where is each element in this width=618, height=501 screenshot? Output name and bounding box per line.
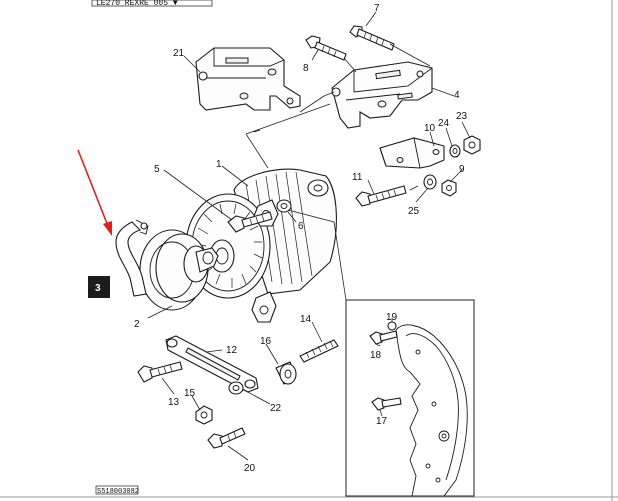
part-23-nut	[463, 135, 481, 155]
part-4-bracket	[331, 61, 433, 129]
part-20-bolt	[207, 427, 246, 449]
part-7-bolt	[349, 25, 395, 51]
callout-22: 22	[270, 403, 282, 414]
part-3-badge: 3	[88, 276, 110, 298]
callout-21: 21	[173, 48, 185, 59]
callout-leaders	[147, 11, 471, 461]
callout-14: 14	[300, 314, 312, 325]
part-11-bolt	[355, 185, 407, 207]
drawing-code: S518003082	[97, 488, 139, 496]
part-8-bolt	[305, 35, 347, 61]
part-21-mount-bracket	[195, 47, 301, 111]
callout-24: 24	[438, 118, 450, 129]
callout-20: 20	[244, 463, 256, 474]
callout-16: 16	[260, 336, 272, 347]
callout-9: 9	[459, 164, 465, 175]
callout-25: 25	[408, 206, 420, 217]
top-header-label: LE270 REXRE 005 ▼	[96, 0, 178, 8]
part-22-washer	[228, 381, 244, 395]
callout-8: 8	[303, 63, 309, 74]
footer-drawing-code: S518003082	[95, 485, 139, 496]
callout-18: 18	[370, 350, 382, 361]
callout-2: 2	[134, 319, 140, 330]
part-13-bolt	[137, 361, 183, 383]
part-14-stud	[299, 339, 339, 363]
callout-17: 17	[376, 416, 388, 427]
callout-23: 23	[456, 111, 468, 122]
callout-numbers: 7 8 21 4 10 23 24 9 25 11 1 5 6 2 12 13 …	[134, 3, 468, 474]
gear-cover-inset	[345, 299, 475, 497]
callout-5: 5	[154, 164, 160, 175]
part-3-hose	[115, 219, 149, 297]
part-1-alternator	[185, 168, 337, 323]
callout-19: 19	[386, 312, 398, 323]
part-12-strap	[165, 335, 259, 393]
callout-4: 4	[454, 90, 460, 101]
callout-11: 11	[352, 172, 363, 183]
part-10-angle-bracket	[379, 137, 445, 169]
part-9-nut	[441, 179, 457, 197]
callout-1: 1	[216, 159, 222, 170]
badge-label: 3	[95, 283, 101, 294]
assembly-guide-lines	[245, 43, 431, 301]
callout-10: 10	[424, 123, 436, 134]
part-24-washer	[449, 144, 461, 158]
part-25-washer	[423, 174, 437, 190]
callout-7: 7	[374, 3, 380, 14]
callout-12: 12	[226, 345, 238, 356]
top-header: LE270 REXRE 005 ▼	[91, 0, 213, 8]
callout-6: 6	[298, 221, 304, 232]
part-16-spacer	[275, 361, 297, 385]
red-arrow-annotation	[77, 149, 112, 236]
callout-15: 15	[184, 388, 196, 399]
part-2-pulley	[139, 229, 219, 311]
part-15-nut	[195, 405, 213, 425]
callout-13: 13	[168, 397, 180, 408]
